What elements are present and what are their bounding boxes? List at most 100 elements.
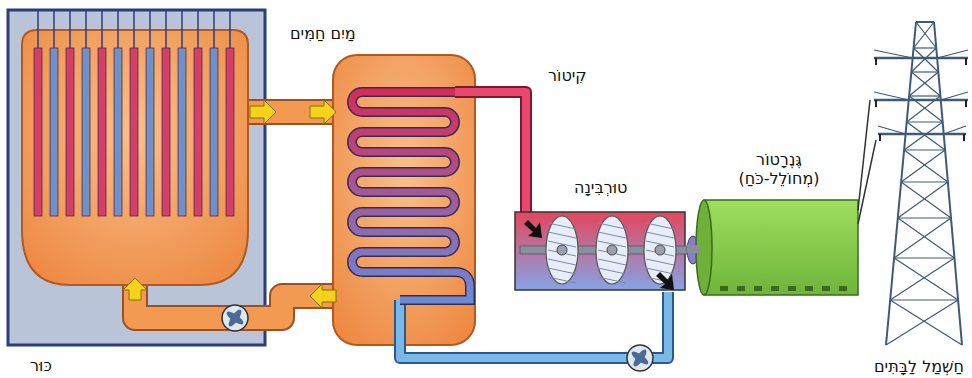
fuel-rods: [98, 48, 106, 216]
power-tower: [941, 92, 968, 100]
fuel-rods: [101, 11, 103, 48]
power-tower: [901, 181, 948, 182]
turbine-blades: [646, 232, 674, 238]
turbine-blades: [546, 216, 676, 284]
power-tower: [901, 182, 951, 218]
fuel-rods: [213, 11, 215, 48]
turbine-arrows: [524, 220, 674, 290]
pump: [226, 308, 243, 328]
turbine-blades: [598, 277, 626, 283]
fuel-rods: [133, 11, 135, 48]
turbine-arrows: [524, 220, 542, 238]
fuel-rods: [130, 48, 138, 216]
fuel-rods: [117, 11, 119, 48]
fuel-rods: [69, 11, 71, 48]
power-tower: [874, 57, 968, 60]
power-tower: [914, 47, 937, 48]
reactor-housing: [8, 10, 265, 345]
reactor: כּוּר: [8, 10, 265, 376]
steam-pipe: [455, 92, 526, 214]
turbine-blades: [596, 216, 628, 284]
generator-body: [696, 200, 858, 295]
fuel-rods: [53, 11, 55, 48]
part-label: מַיִם חַמִּים: [290, 24, 356, 43]
node-label: חַשְׁמַל לַבָּתִּים: [874, 357, 964, 376]
power-tower: חַשְׁמַל לַבָּתִּים: [870, 15, 968, 377]
generator-base: [720, 286, 847, 291]
turbine-blades: [646, 223, 674, 229]
power-tower: [898, 217, 951, 218]
power-tower: [907, 121, 943, 122]
fuel-rods: [210, 48, 218, 216]
hot-water-pipe: [236, 101, 345, 123]
fuel-rods: [181, 11, 183, 48]
fuel-rods: [197, 11, 199, 48]
power-tower: [890, 300, 962, 345]
generator-base: [839, 286, 847, 291]
power-tower: [875, 58, 877, 65]
power-wire: [858, 100, 870, 210]
power-tower: [909, 72, 938, 96]
generator-base: [822, 286, 830, 291]
fuel-rods: [82, 48, 90, 216]
turbine-blades: [548, 259, 576, 265]
fuel-rods: [85, 11, 87, 48]
power-tower: [911, 48, 936, 72]
power-tower: [916, 21, 934, 22]
part-label: קִיטוֹר: [548, 66, 587, 85]
reactor-housing: [8, 10, 265, 345]
turbine-blades: [598, 259, 626, 265]
flow-arrows: [310, 100, 336, 124]
turbine-blades: [548, 232, 576, 238]
fuel-rods: [114, 48, 122, 216]
fuel-rods: [165, 11, 167, 48]
heat-exchanger-coil: [352, 92, 470, 300]
steam-pipe: [455, 92, 526, 214]
power-tower: [874, 22, 968, 345]
power-tower: [963, 134, 965, 141]
turbine-blades: [546, 216, 578, 284]
fuel-rods: [194, 48, 202, 216]
power-tower: [875, 100, 877, 107]
power-tower: [911, 71, 938, 72]
flow-arrows: [250, 100, 276, 124]
power-tower: [965, 58, 967, 65]
power-tower: [874, 50, 913, 58]
flow-arrows: [123, 100, 336, 308]
fuel-rods: [146, 48, 154, 216]
power-tower: [909, 95, 940, 96]
generator-base: [720, 286, 728, 291]
power-tower: [944, 126, 966, 134]
flow-arrows: [123, 278, 147, 300]
pump: [222, 305, 248, 331]
flow-arrows: [310, 284, 336, 308]
turbine-blades: [607, 245, 617, 255]
fuel-rods: [226, 48, 234, 216]
power-tower: [916, 22, 936, 48]
generator: גֶּנֶרָטוֹר (מְחוֹלֵל-כֹּחַ): [700, 150, 858, 297]
node-label: גֶּנֶרָטוֹר (מְחוֹלֵל-כֹּחַ): [717, 150, 841, 188]
power-tower: [874, 92, 909, 100]
turbine-blades: [548, 223, 576, 229]
turbine-blades: [655, 245, 665, 255]
pump: [631, 348, 648, 368]
power-tower: [890, 299, 958, 300]
fuel-rods: [50, 48, 58, 216]
generator-base: [771, 286, 779, 291]
generator-base: [788, 286, 796, 291]
turbine-blades: [548, 277, 576, 283]
steam-generator: [333, 55, 475, 345]
power-tower: [874, 99, 968, 102]
fuel-rods: [34, 48, 42, 216]
turbine-blades: [596, 216, 628, 284]
power-tower: [904, 150, 948, 182]
turbine-blades: [598, 268, 626, 274]
power-tower: [878, 126, 906, 134]
power-tower: [914, 48, 939, 72]
steam-pipe: [455, 92, 526, 214]
power-tower: [937, 50, 968, 58]
generator-base: [754, 286, 762, 291]
